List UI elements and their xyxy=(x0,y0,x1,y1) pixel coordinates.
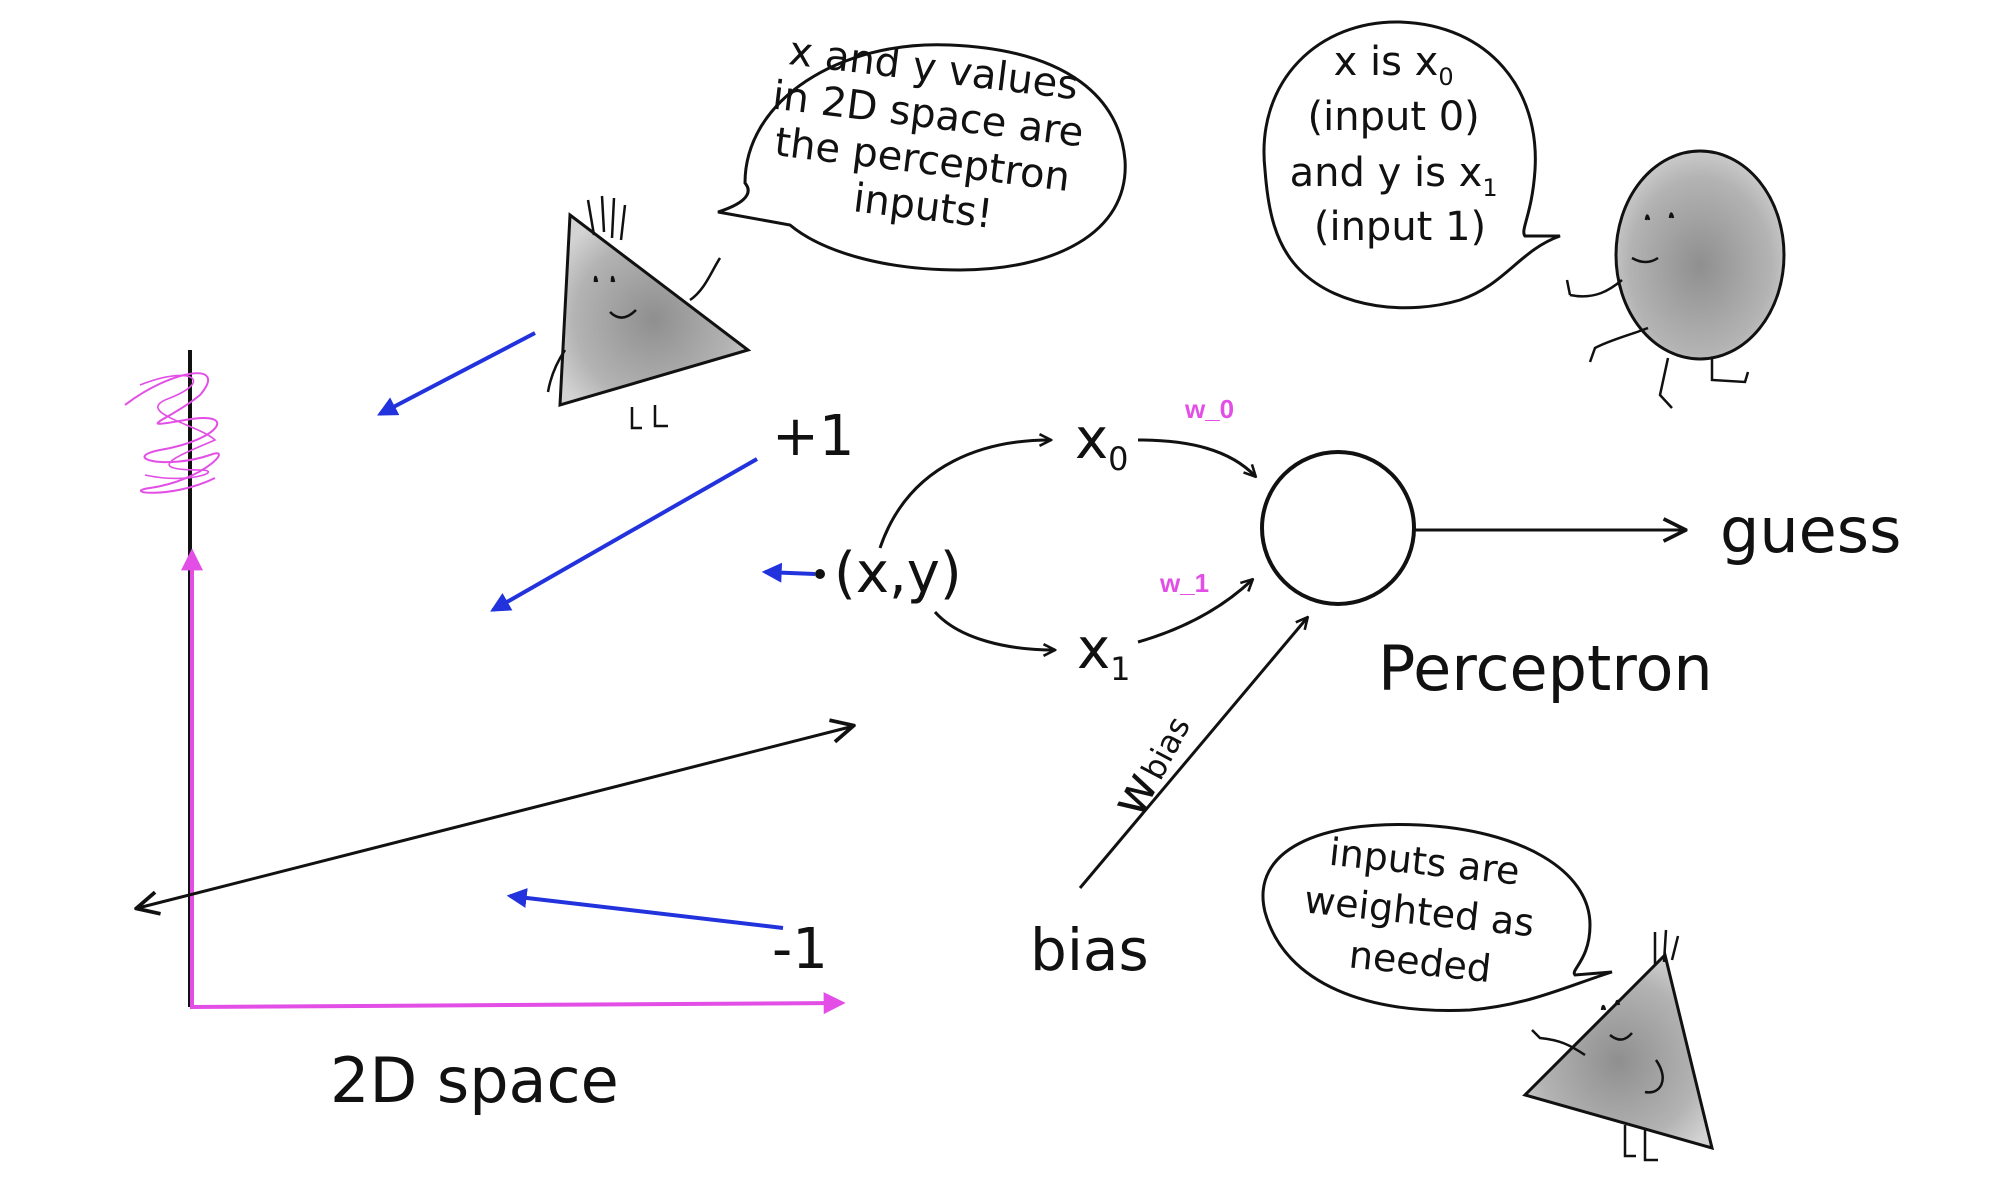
x1-label: x1 xyxy=(1077,617,1131,688)
point-label: (x,y) xyxy=(834,541,962,606)
arrow-x0-to-perceptron xyxy=(1137,438,1255,476)
blue-arrow-2 xyxy=(490,457,758,612)
point-dot xyxy=(815,569,825,579)
decision-line xyxy=(138,725,851,908)
wbias-label: wbias xyxy=(1099,703,1201,826)
guess-label: guess xyxy=(1720,494,1901,567)
x-axis-magenta xyxy=(189,992,846,1015)
minus-one-label: -1 xyxy=(772,917,828,982)
arrow-to-x0 xyxy=(878,440,1050,549)
triangle-character-bottom xyxy=(1522,929,1715,1162)
speech-bubble-bottom-right: inputs are weighted as needed xyxy=(1261,822,1613,1013)
bubble-top-right-text: x is x0 (input 0) and y is x1 (input 1) xyxy=(1290,39,1511,250)
perceptron-label: Perceptron xyxy=(1378,632,1713,705)
bubble-top-left-text: x and y values in 2D space are the perce… xyxy=(759,27,1105,249)
w1-label: w_1 xyxy=(1159,568,1209,598)
arrow-to-x1 xyxy=(933,611,1054,650)
circle-character xyxy=(1565,149,1786,409)
speech-bubble-top-right: x is x0 (input 0) and y is x1 (input 1) xyxy=(1262,20,1561,310)
perceptron-node xyxy=(1260,450,1416,606)
triangle-character xyxy=(546,195,752,430)
blue-arrow-3 xyxy=(761,562,816,583)
network: (x,y) x0 x1 w_0 w_1 wbias bias Perceptro… xyxy=(815,394,1901,984)
plot-caption: 2D space xyxy=(330,1044,619,1117)
arrow-x1-to-perceptron xyxy=(1137,580,1252,644)
plus-one-label: +1 xyxy=(772,404,855,469)
plot-area: +1 -1 2D space xyxy=(124,331,855,1117)
arrow-bias-to-perceptron xyxy=(1078,618,1307,889)
x0-label: x0 xyxy=(1075,407,1129,478)
w0-label: w_0 xyxy=(1184,394,1234,424)
blue-arrow-1 xyxy=(377,331,536,416)
axis-scribble xyxy=(124,372,220,494)
axis-scribble-2 xyxy=(139,374,217,480)
bias-label: bias xyxy=(1030,916,1149,984)
speech-bubble-top-left: x and y values in 2D space are the perce… xyxy=(717,27,1127,272)
decision-line-head xyxy=(140,726,852,907)
blue-arrow-4 xyxy=(506,888,784,930)
